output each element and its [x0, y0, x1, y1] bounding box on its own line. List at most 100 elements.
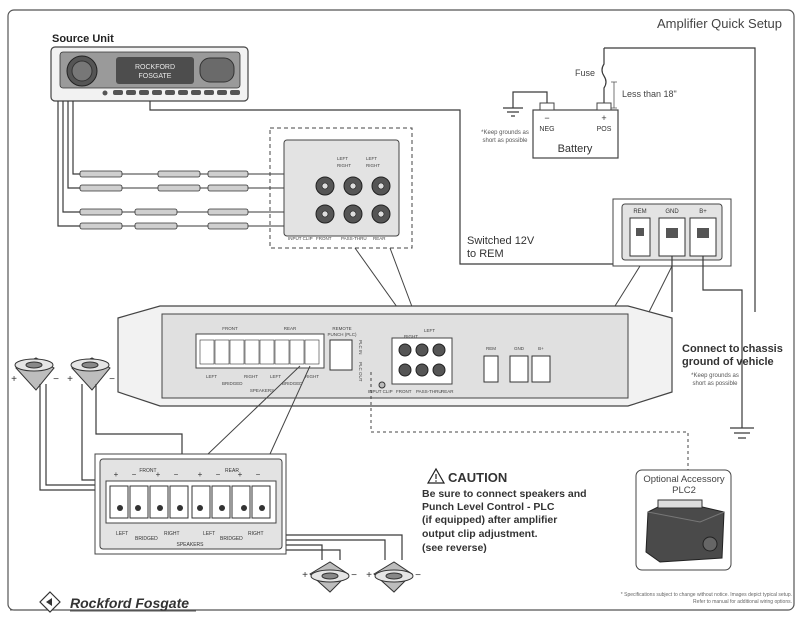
input-clip-label: INPUT CLIP: [288, 236, 313, 241]
speaker-icon: [373, 561, 414, 593]
input-legend-right-2: RIGHT: [366, 163, 380, 168]
amp-left-label: LEFT: [206, 374, 217, 379]
battery-ground-note-1: *Keep grounds as: [481, 130, 529, 136]
panel-front-label: FRONT: [139, 468, 156, 474]
panel-right-label-2: RIGHT: [248, 531, 264, 537]
caution-line3: (if equipped) after amplifier: [422, 514, 557, 526]
remote-label-line2: to REM: [467, 248, 504, 260]
battery-pos-label: POS: [597, 126, 612, 133]
panel-rear-label: REAR: [225, 468, 239, 474]
panel-speaker-terminals: [109, 485, 271, 519]
panel-plus-1: +: [114, 470, 119, 479]
input-legend-left-2: LEFT: [366, 156, 377, 161]
page-title: Amplifier Quick Setup: [657, 16, 782, 31]
warning-icon: [426, 467, 446, 484]
input-panel-zoom: LEFT RIGHT LEFT RIGHT INPUT CLIP FRONT P…: [269, 127, 421, 329]
rca-cables: [79, 170, 288, 230]
power-bplus-label: B+: [699, 209, 707, 215]
amp-front-in-label: FRONT: [396, 389, 412, 394]
input-legend-left: LEFT: [337, 156, 348, 161]
source-unit: ROCKFORD FOSGATE: [50, 46, 249, 102]
panel-bridged-label-1: BRIDGED: [135, 536, 158, 542]
chassis-label-line2: ground of vehicle: [682, 356, 774, 368]
caution-line5: (see reverse): [422, 542, 487, 554]
input-passthru-label: PASS-THRU: [341, 236, 367, 241]
battery-section: Fuse Less than 18" − NEG + POS Battery *…: [481, 47, 756, 312]
speaker-icon: [14, 357, 55, 391]
amp-remote-punch-2: PUNCH (PLC): [327, 332, 357, 337]
plc-port: [329, 339, 353, 371]
panel-minus-2: −: [174, 470, 179, 479]
amp-rear-label: REAR: [284, 326, 297, 331]
speaker-4-plus: +: [366, 570, 372, 581]
amp-rear-in-label: REAR: [441, 389, 454, 394]
amp-remote-punch-1: REMOTE: [332, 326, 351, 331]
panel-left-label-1: LEFT: [116, 531, 128, 537]
source-display-line1: ROCKFORD: [135, 64, 175, 71]
amp-gnd-label: GND: [514, 346, 525, 351]
source-unit-label: Source Unit: [52, 33, 114, 45]
amp-bplus-label: B+: [538, 346, 544, 351]
speaker-4-minus: −: [415, 570, 421, 581]
amp-speaker-terminals: [199, 339, 320, 365]
battery-ground-note-2: short as possible: [482, 138, 528, 144]
amp-plc-in-label: PLC IN: [358, 340, 363, 355]
panel-right-label-1: RIGHT: [164, 531, 180, 537]
power-gnd-label: GND: [665, 209, 679, 215]
battery-label: Battery: [558, 143, 593, 155]
power-rem-label: REM: [633, 209, 646, 215]
source-unit-display: [116, 57, 194, 84]
speaker-panel-zoom: FRONT REAR + − + − + − + − LEFT RIGHT BR…: [94, 365, 311, 555]
amp-right-in-label: RIGHT: [404, 334, 418, 339]
input-rear-label: REAR: [373, 236, 386, 241]
caution-line1: Be sure to connect speakers and: [422, 488, 587, 500]
battery-pos-sign: +: [601, 113, 606, 123]
rear-speakers: + − + −: [302, 561, 421, 593]
speaker-icon: [309, 561, 350, 593]
caution-heading: CAUTION: [448, 470, 507, 485]
amp-plc-out-label: PLC OUT: [358, 362, 363, 382]
amp-power-terminals: [483, 355, 551, 383]
panel-plus-3: +: [198, 470, 203, 479]
amp-bridged-label: BRIDGED: [222, 381, 243, 386]
chassis-ground-icon: [730, 427, 754, 439]
brand-wordmark: Rockford Fosgate: [70, 595, 189, 611]
battery-neg-sign: −: [544, 113, 549, 123]
amp-rem-label: REM: [486, 346, 496, 351]
plc-cable-dashed: [370, 372, 689, 470]
accessory-label-line1: Optional Accessory: [643, 474, 725, 485]
caution-line4: output clip adjustment.: [422, 528, 538, 540]
fuse-icon: [601, 48, 607, 108]
input-front-label: FRONT: [316, 236, 332, 241]
battery-ground-icon: [503, 107, 523, 117]
amp-input-clip-label: INPUT CLIP: [368, 389, 393, 394]
caution-block: CAUTION Be sure to connect speakers and …: [422, 467, 587, 554]
source-unit-buttons: [102, 90, 240, 96]
fuse-label: Fuse: [575, 68, 595, 78]
battery: [532, 109, 619, 159]
power-terminal-zoom: REM GND B+: [599, 198, 743, 428]
speaker-1-plus: +: [11, 374, 17, 385]
panel-minus-1: −: [132, 470, 137, 479]
caution-line2: Punch Level Control - PLC: [422, 501, 555, 513]
speaker-3-plus: +: [302, 570, 308, 581]
chassis-note-2: short as possible: [692, 381, 738, 387]
panel-left-label-2: LEFT: [203, 531, 215, 537]
speaker-1-minus: −: [53, 374, 59, 385]
speaker-icon: [70, 357, 111, 391]
remote-label-line1: Switched 12V: [467, 235, 535, 247]
source-display-line2: FOSGATE: [139, 73, 172, 80]
chassis-label-line1: Connect to chassis: [682, 343, 783, 355]
plc2-knob-icon: [645, 499, 725, 563]
amp-speakers-label: SPEAKERS: [250, 388, 274, 393]
battery-neg-label: NEG: [539, 126, 554, 133]
speaker-3-minus: −: [351, 570, 357, 581]
panel-minus-3: −: [216, 470, 221, 479]
speaker-2-plus: +: [67, 374, 73, 385]
panel-minus-4: −: [256, 470, 261, 479]
input-clip-led-icon: [378, 381, 386, 389]
panel-plus-2: +: [156, 470, 161, 479]
amp-left-in-label: LEFT: [424, 328, 435, 333]
amp-rca-jacks: [398, 343, 446, 377]
